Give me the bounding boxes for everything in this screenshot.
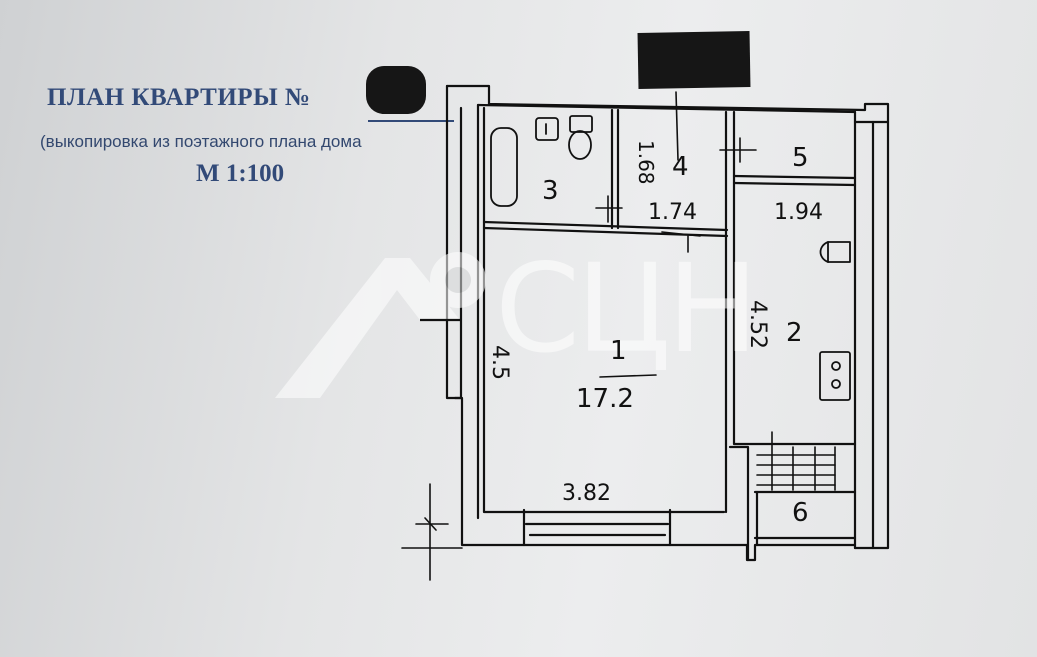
plan-scale: М 1:100 xyxy=(196,160,285,187)
room-4-width: 1.74 xyxy=(648,200,697,225)
title-underline xyxy=(368,120,454,122)
redacted-header xyxy=(637,31,751,89)
room-2-height: 4.52 xyxy=(745,300,770,349)
room-2-number: 2 xyxy=(786,318,803,348)
room-4-number: 4 xyxy=(672,152,689,182)
room-6-number: 6 xyxy=(792,498,809,528)
plan-subtitle: (выкопировка из поэтажного плана дома xyxy=(40,132,362,151)
room-1-area: 17.2 xyxy=(576,384,634,414)
room-5-number: 5 xyxy=(792,143,809,173)
plan-title: ПЛАН КВАРТИРЫ № xyxy=(47,84,311,111)
fixtures xyxy=(490,115,851,401)
watermark xyxy=(275,252,486,398)
marks xyxy=(401,91,757,581)
outer-walls xyxy=(445,84,890,562)
room-2-width: 1.94 xyxy=(774,200,823,225)
room-1-number: 1 xyxy=(610,336,627,366)
inner-walls xyxy=(482,106,857,540)
watermark-text: СЦН xyxy=(495,238,759,380)
room-4-height: 1.68 xyxy=(634,140,658,185)
room-1-width: 3.82 xyxy=(562,481,611,506)
room-3-number: 3 xyxy=(542,176,559,206)
redacted-number xyxy=(366,66,426,114)
stair-hatch xyxy=(756,431,836,491)
room-1-height: 4.5 xyxy=(487,345,512,380)
